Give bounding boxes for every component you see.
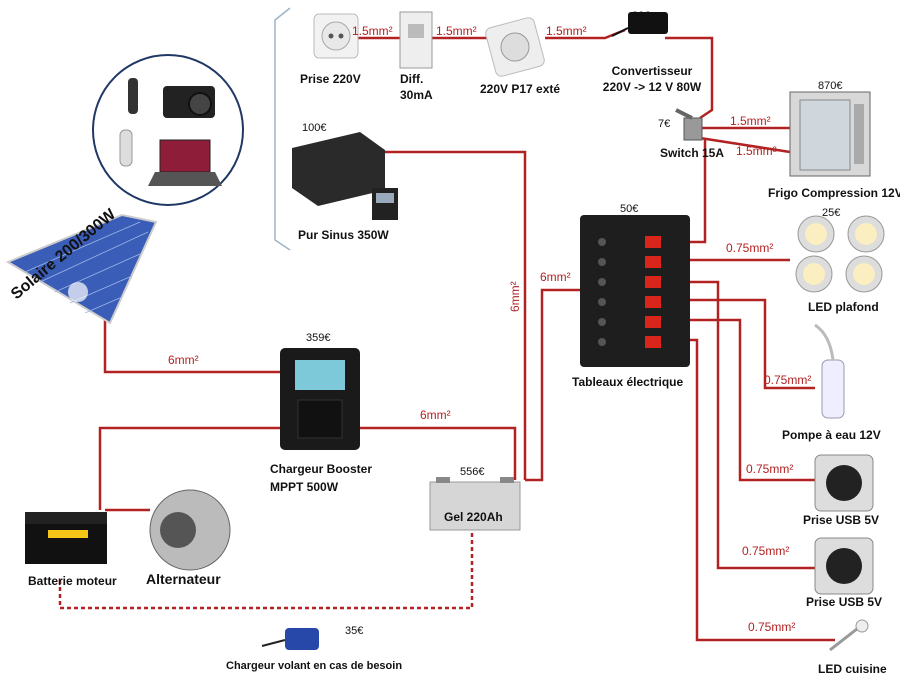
battery-booster-icon: [280, 348, 360, 450]
razor-icon: [128, 78, 138, 114]
price-switch: 7€: [658, 118, 671, 130]
wire-booster-gel: [360, 426, 517, 480]
price-tableau: 50€: [620, 203, 639, 215]
wire-label-p17-conv: 1.5mm²: [546, 24, 587, 38]
kitchen-led-icon: [829, 619, 869, 652]
engine-battery-icon: [25, 512, 107, 564]
price-frigo: 870€: [818, 80, 843, 92]
toothbrush-icon: [119, 129, 133, 167]
label-usb-2: Prise USB 5V: [806, 595, 883, 609]
label-led-cuisine: LED cuisine: [818, 662, 887, 676]
label-led-plafond: LED plafond: [808, 300, 879, 314]
label-diff-line2: 30mA: [400, 88, 433, 102]
price-convertisseur: 30€: [632, 10, 651, 22]
wire-label-pursinus: 6mm²: [508, 281, 522, 312]
wire-label-prise-diff: 1.5mm²: [352, 24, 393, 38]
label-convertisseur-line1: Convertisseur: [611, 64, 693, 78]
label-booster-line2: MPPT 500W: [270, 480, 339, 494]
wire-label-usb-1: 0.75mm²: [746, 462, 794, 476]
wire-usb1: [690, 318, 815, 482]
label-chargeur-volant: Chargeur volant en cas de besoin: [226, 660, 403, 672]
label-pursinus: Pur Sinus 350W: [298, 228, 389, 242]
label-booster-line1: Chargeur Booster: [270, 462, 373, 476]
device-circle: [92, 54, 244, 206]
wire-pompe: [690, 298, 815, 390]
wire-label-led-plafond: 0.75mm²: [726, 241, 774, 255]
wire-label-switch-frigo-1: 1.5mm²: [730, 114, 771, 128]
converter-icon: [611, 12, 668, 37]
wire-label-usb-2: 0.75mm²: [742, 544, 790, 558]
prise-220v-icon: [313, 13, 359, 59]
label-switch: Switch 15A: [660, 146, 725, 160]
label-convertisseur-line2: 220V -> 12 V 80W: [602, 80, 702, 94]
label-usb-1: Prise USB 5V: [803, 513, 880, 527]
wire-chargeur-volant: [58, 520, 474, 610]
label-batterie-moteur: Batterie moteur: [28, 574, 117, 588]
wire-label-pompe: 0.75mm²: [764, 373, 812, 387]
wire-label-tableau: 6mm²: [540, 270, 571, 284]
p17-socket-icon: [485, 17, 545, 77]
label-gel: Gel 220Ah: [444, 510, 503, 524]
wire-label-booster-gel: 6mm²: [420, 408, 451, 422]
price-gel: 556€: [460, 466, 485, 478]
wire-label-switch-frigo-2: 1.5mm²: [736, 144, 777, 158]
label-frigo: Frigo Compression 12V: [768, 186, 900, 200]
alternator-icon: [149, 489, 231, 571]
differential-breaker-icon: [399, 11, 433, 69]
wire-convertisseur-switch: [665, 36, 714, 120]
wire-label-solaire: 6mm²: [168, 353, 199, 367]
wire-switch-frigo-2: [699, 136, 791, 154]
wire-led-cuisine: [690, 338, 835, 642]
wire-label-diff-p17: 1.5mm²: [436, 24, 477, 38]
switch-icon: [675, 108, 703, 141]
wire-tableau-gel: [525, 288, 582, 482]
wires: [58, 7, 835, 642]
wire-usb2: [690, 280, 815, 570]
solar-panel-icon: [5, 213, 158, 325]
wire-top-vertical-bracket: [274, 7, 291, 251]
label-prise-220v: Prise 220V: [300, 72, 361, 86]
wire-label-led-cuisine: 0.75mm²: [748, 620, 796, 634]
price-led-plafond: 25€: [822, 207, 841, 219]
wire-batterie-booster: [98, 426, 280, 510]
label-alternateur: Alternateur: [146, 571, 221, 587]
price-booster: 359€: [306, 332, 331, 344]
wire-solar-booster: [103, 320, 280, 374]
price-chargeur-volant: 35€: [345, 625, 364, 637]
inverter-icon: [292, 132, 398, 220]
label-p17: 220V P17 exté: [480, 82, 561, 96]
gel-battery-icon: [429, 477, 521, 531]
price-pursinus: 100€: [302, 122, 327, 134]
label-pompe: Pompe à eau 12V: [782, 428, 881, 442]
laptop-icon: [159, 139, 211, 173]
usb-socket-icon-1: [814, 454, 874, 512]
fridge-icon: [789, 91, 871, 177]
wire-switch-down: [690, 140, 707, 244]
usb-socket-icon-2: [814, 537, 874, 595]
label-diff-line1: Diff.: [400, 72, 424, 86]
wire-pursinus-gel: [385, 150, 527, 480]
water-pump-icon: [814, 323, 845, 419]
ceiling-led-icons: [795, 215, 885, 293]
electrical-panel-icon: [580, 215, 690, 367]
label-tableau: Tableaux électrique: [572, 375, 684, 389]
portable-charger-icon: [261, 628, 319, 650]
